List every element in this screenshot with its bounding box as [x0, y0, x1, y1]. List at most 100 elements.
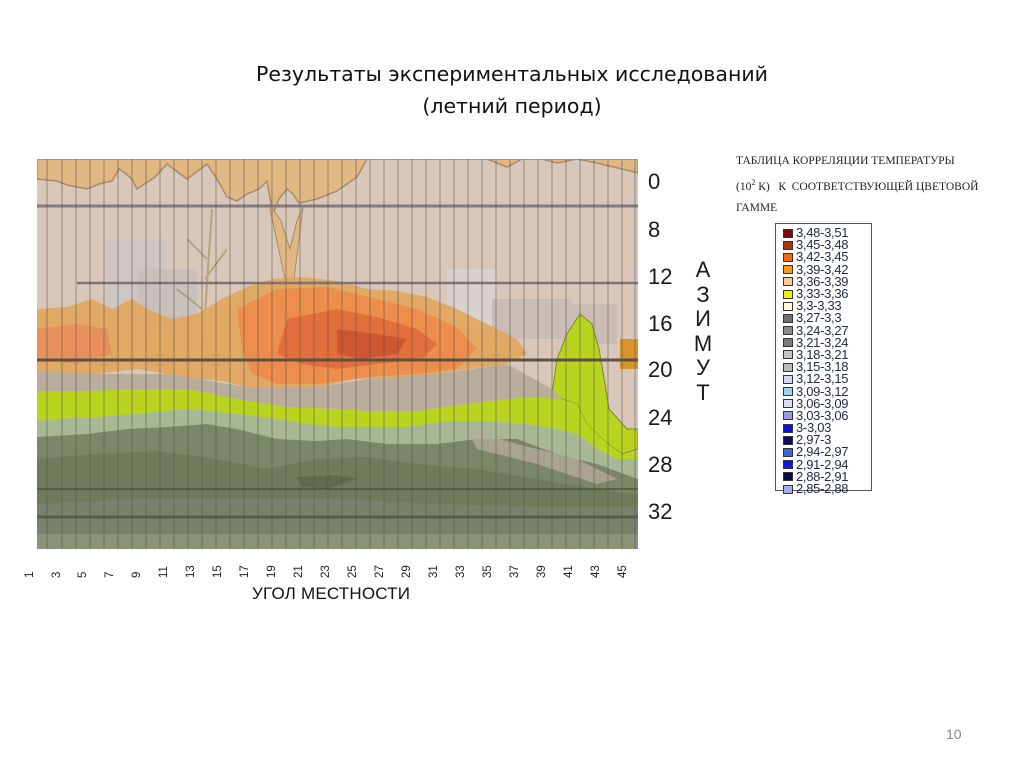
legend-item: 2,91-2,94	[783, 456, 871, 472]
y-tick: 20	[648, 357, 673, 382]
x-tick: 19	[266, 565, 278, 578]
x-tick: 11	[158, 566, 170, 578]
legend-swatch	[783, 484, 793, 494]
legend-title-line3: ГАММЕ	[736, 201, 778, 214]
legend-item: 3,15-3,18	[783, 359, 871, 375]
legend-item: 3,21-3,24	[783, 334, 871, 350]
legend-swatch	[783, 472, 793, 482]
legend-label: 3,39-3,42	[796, 261, 849, 277]
x-tick: 45	[617, 565, 629, 578]
legend-title: ТАБЛИЦА КОРРЕЛЯЦИИ ТЕМПЕРАТУРЫ (102 К) К…	[736, 151, 1006, 219]
legend-label: 3,27-3,3	[796, 310, 842, 326]
legend-item: 3,33-3,36	[783, 286, 871, 302]
y-tick: 0	[648, 169, 661, 194]
x-tick: 31	[428, 565, 440, 578]
legend-label: 2,97-3	[796, 432, 832, 448]
legend-swatch	[783, 423, 793, 433]
legend-swatch	[783, 301, 793, 311]
legend-swatch	[783, 313, 793, 323]
legend-label: 3,24-3,27	[796, 322, 849, 338]
legend-label: 3,48-3,51	[796, 225, 849, 241]
x-tick: 35	[482, 565, 494, 578]
legend-swatch	[783, 289, 793, 299]
legend-label: 2,85-2,88	[796, 481, 849, 497]
legend-item: 3,42-3,45	[783, 249, 871, 265]
legend-swatch	[783, 374, 793, 384]
x-tick: 15	[212, 565, 224, 578]
x-tick: 13	[185, 565, 197, 578]
legend-label: 3,42-3,45	[796, 249, 849, 265]
legend-title-line2: (102 К) К СООТВЕТСТВУЮЩЕЙ ЦВЕТОВОЙ	[736, 178, 979, 193]
legend-label: 3,06-3,09	[796, 395, 849, 411]
x-tick: 43	[590, 565, 602, 578]
legend-label: 3,45-3,48	[796, 237, 849, 253]
legend-label: 3,36-3,39	[796, 273, 849, 289]
legend-label: 3,21-3,24	[796, 334, 849, 350]
legend-label: 3,09-3,12	[796, 383, 849, 399]
legend-item: 3,03-3,06	[783, 407, 871, 423]
legend-label: 3,18-3,21	[796, 346, 849, 362]
legend-item: 3,48-3,51	[783, 225, 871, 241]
legend-item: 3,09-3,12	[783, 383, 871, 399]
legend-item: 3,27-3,3	[783, 310, 871, 326]
legend-item: 3,36-3,39	[783, 273, 871, 289]
y-tick: 28	[648, 452, 673, 477]
x-tick: 21	[293, 565, 305, 578]
legend-label: 3-3,03	[796, 420, 832, 436]
y-tick: 8	[648, 217, 661, 242]
legend-item: 3-3,03	[783, 420, 871, 436]
legend-label: 3,3-3,33	[796, 298, 842, 314]
legend-swatch	[783, 447, 793, 457]
legend-swatch	[783, 460, 793, 470]
legend-swatch	[783, 228, 793, 238]
legend-item: 2,88-2,91	[783, 468, 871, 484]
x-tick: 37	[509, 565, 521, 578]
x-tick: 1	[24, 571, 36, 578]
legend-label: 2,88-2,91	[796, 468, 849, 484]
legend-item: 3,39-3,42	[783, 261, 871, 277]
legend-swatch	[783, 277, 793, 287]
legend-item: 3,24-3,27	[783, 322, 871, 338]
x-tick: 33	[455, 565, 467, 578]
y-tick: 24	[648, 405, 673, 430]
x-tick: 23	[320, 565, 332, 578]
x-axis-ticks: 1 3 5 7 9 11 13 15 17 19 21 23 25 27 29 …	[0, 556, 660, 582]
slide-title-line1: Результаты экспериментальных исследовани…	[256, 62, 768, 86]
legend-item: 2,97-3	[783, 432, 871, 448]
y-tick: 16	[648, 311, 673, 336]
legend-label: 2,91-2,94	[796, 456, 849, 472]
x-tick: 29	[401, 565, 413, 578]
x-axis-title: УГОЛ МЕСТНОСТИ	[252, 584, 411, 603]
legend-swatch	[783, 350, 793, 360]
y-tick: 12	[648, 264, 673, 289]
page-number: 10	[946, 726, 962, 742]
x-tick: 9	[131, 571, 143, 578]
legend-swatch	[783, 326, 793, 336]
legend-label: 3,03-3,06	[796, 407, 849, 423]
legend-swatch	[783, 411, 793, 421]
legend-swatch	[783, 362, 793, 372]
y-tick: 32	[648, 499, 673, 524]
heatmap-graphic	[37, 159, 638, 549]
legend-item: 3,06-3,09	[783, 395, 871, 411]
x-tick: 25	[347, 565, 359, 578]
x-tick: 41	[563, 565, 575, 578]
legend-item: 3,3-3,33	[783, 298, 871, 314]
legend-label: 3,15-3,18	[796, 359, 849, 375]
x-tick: 5	[77, 571, 89, 578]
legend-swatch	[783, 252, 793, 262]
x-tick: 27	[374, 565, 386, 578]
x-tick: 17	[239, 565, 251, 578]
legend-swatch	[783, 338, 793, 348]
legend-item: 2,85-2,88	[783, 481, 871, 497]
thermal-heatmap-plot	[37, 159, 638, 549]
legend-swatch	[783, 435, 793, 445]
x-tick: 7	[104, 571, 116, 578]
legend-item: 2,94-2,97	[783, 444, 871, 460]
legend-label: 3,33-3,36	[796, 286, 849, 302]
legend-label: 2,94-2,97	[796, 444, 849, 460]
x-tick: 39	[536, 565, 548, 578]
legend-title-line1: ТАБЛИЦА КОРРЕЛЯЦИИ ТЕМПЕРАТУРЫ	[736, 155, 955, 167]
